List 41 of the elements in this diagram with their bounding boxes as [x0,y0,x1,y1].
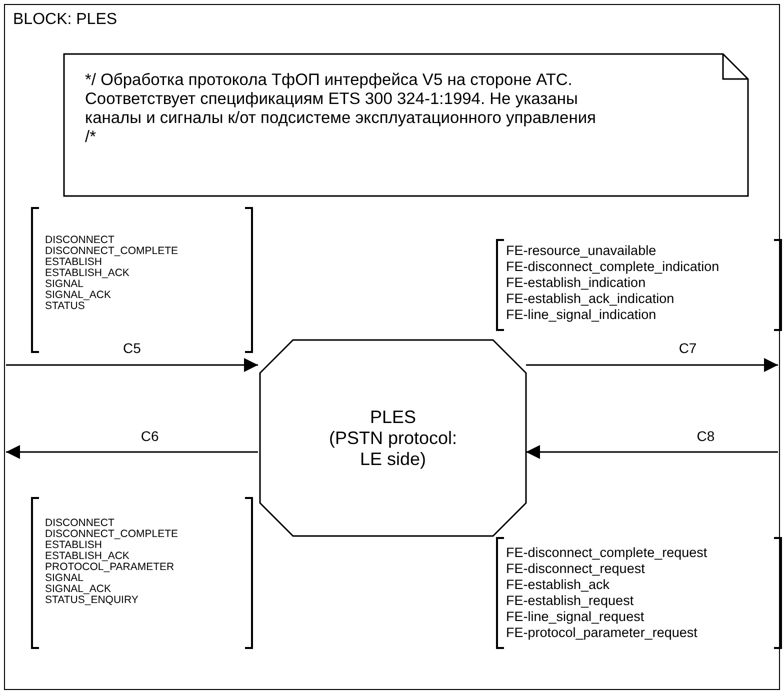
process-description: (PSTN protocol: LE side) [328,428,458,470]
signal-name: PROTOCOL_PARAMETER [45,562,174,573]
comment-text: */ Обработка протокола ТфОП интерфейса V5 на стороне АТС. Соответствует спецификациям ETS 300 324-1:1994. Не указаны каналы и сигналы к/от подсистеме эксплуатационного управления /* [85,71,597,147]
signal-name: SIGNAL [45,573,84,584]
channel-arrow [6,445,258,459]
block-title: BLOCK: PLES [13,11,118,29]
signal-name: FE-disconnect_request [506,561,645,577]
channel-arrow [526,445,778,459]
process-name: PLES [368,406,418,428]
channel-label: C6 [140,428,159,444]
channel-arrow [6,358,258,372]
signal-name: FE-establish_indication [506,275,646,291]
signal-name: SIGNAL_ACK [45,584,111,595]
comment-note [63,53,749,197]
signal-name: ESTABLISH [45,257,102,268]
signal-name: SIGNAL_ACK [45,290,111,301]
signal-name: FE-line_signal_indication [506,307,656,323]
channel-arrow [526,358,778,372]
signal-name: FE-establish_ack_indication [506,291,674,307]
process-octagon [259,339,527,537]
channel-label: C8 [696,428,715,444]
signal-name: DISCONNECT [45,518,114,529]
signal-name: FE-disconnect_complete_request [506,545,708,561]
signal-name: FE-line_signal_request [506,609,644,625]
signal-name: DISCONNECT [45,235,114,246]
channel-label: C7 [678,340,697,356]
signal-name: ESTABLISH [45,540,102,551]
signal-name: STATUS [45,301,85,312]
signal-name: STATUS_ENQUIRY [45,595,138,606]
channel-label: C5 [123,340,141,356]
signal-name: SIGNAL [45,279,84,290]
signal-name: ESTABLISH_ACK [45,551,130,562]
signal-name: FE-establish_request [506,593,634,609]
signal-name: DISCONNECT_COMPLETE [45,246,178,257]
signal-name: FE-disconnect_complete_indication [506,259,720,275]
block-frame [4,4,780,690]
signal-name: FE-protocol_parameter_request [506,625,698,641]
signal-name: FE-establish_ack [506,577,610,593]
signal-name: ESTABLISH_ACK [45,268,130,279]
signal-name: DISCONNECT_COMPLETE [45,529,178,540]
signal-name: FE-resource_unavailable [506,243,656,259]
